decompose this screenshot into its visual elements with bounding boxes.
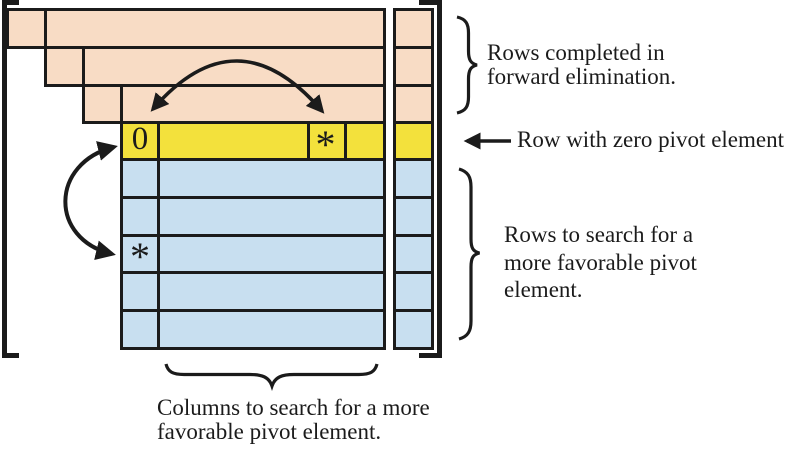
matrix-row-zero-pivot: 0 * bbox=[120, 121, 386, 167]
matrix-row-search-4 bbox=[120, 271, 386, 312]
rhs-cell-7 bbox=[393, 234, 434, 274]
label-search-rows-line1: Rows to search for a bbox=[504, 222, 694, 247]
label-search-rows-line2: more favorable pivot bbox=[504, 249, 697, 275]
matrix-row-completed-3 bbox=[82, 84, 386, 124]
rhs-cell-6 bbox=[393, 196, 434, 237]
matrix-row-search-3: * bbox=[120, 234, 386, 279]
rhs-cell-9 bbox=[393, 309, 434, 350]
cell-divider bbox=[157, 196, 160, 237]
label-completed-rows-line2: forward elimination. bbox=[487, 64, 677, 89]
cell-divider bbox=[157, 234, 160, 274]
zero-pivot-value: 0 bbox=[131, 121, 149, 157]
label-search-rows: Rows to search for a more favorable pivo… bbox=[504, 221, 697, 304]
label-completed-rows: Rows completed in forward elimination. bbox=[487, 41, 676, 89]
label-completed-rows-line1: Rows completed in bbox=[487, 40, 665, 65]
matrix-row-search-1 bbox=[120, 158, 386, 199]
label-search-columns: Columns to search for a more favorable p… bbox=[157, 396, 430, 444]
label-search-columns-line1: Columns to search for a more bbox=[157, 395, 430, 420]
cell-divider bbox=[82, 46, 85, 87]
rhs-cell-4 bbox=[393, 121, 434, 161]
matrix-bracket-right bbox=[419, 0, 442, 358]
cell-divider bbox=[44, 8, 47, 49]
rhs-cell-3 bbox=[393, 84, 434, 124]
completed-rows-brace bbox=[456, 15, 478, 115]
matrix-row-search-5 bbox=[120, 309, 386, 350]
matrix-row-completed-1 bbox=[6, 8, 386, 49]
search-columns-brace bbox=[164, 363, 379, 392]
rhs-cell-5 bbox=[393, 158, 434, 199]
swap-rows-arrow bbox=[63, 141, 118, 261]
matrix-row-search-2 bbox=[120, 196, 386, 237]
rhs-cell-2 bbox=[393, 46, 434, 87]
rhs-cell-8 bbox=[393, 271, 434, 312]
label-search-rows-line3: element. bbox=[504, 277, 583, 302]
matrix-row-completed-2 bbox=[44, 46, 386, 87]
candidate-pivot-value: * bbox=[315, 122, 336, 167]
cell-divider bbox=[157, 121, 160, 161]
label-search-columns-line2: favorable pivot element. bbox=[157, 419, 382, 444]
cell-divider bbox=[157, 309, 160, 350]
cell-divider bbox=[344, 121, 347, 161]
cell-divider bbox=[307, 121, 310, 161]
label-zero-pivot-row: Row with zero pivot element bbox=[517, 127, 784, 152]
rhs-cell-1 bbox=[393, 8, 434, 49]
cell-divider bbox=[157, 158, 160, 199]
cell-divider bbox=[120, 84, 123, 124]
alternate-pivot-value: * bbox=[130, 234, 150, 279]
search-rows-brace bbox=[458, 167, 480, 341]
cell-divider bbox=[157, 271, 160, 312]
matrix-bracket-left bbox=[2, 0, 19, 358]
